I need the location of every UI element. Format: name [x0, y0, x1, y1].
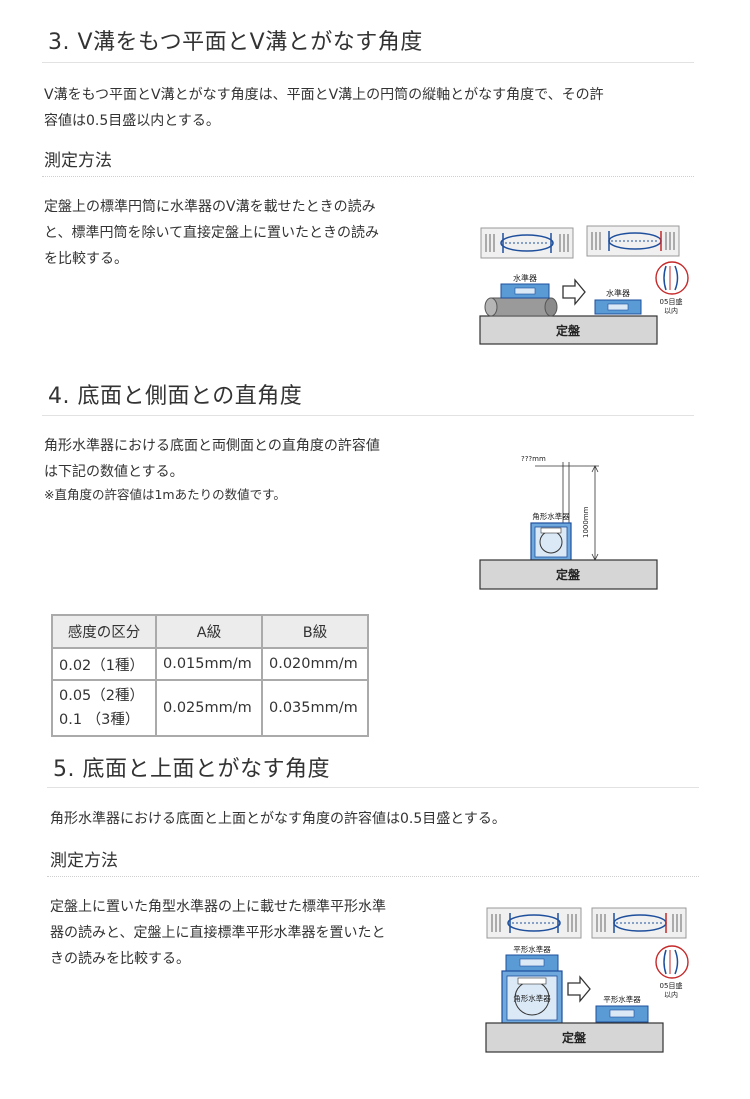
arrow-right-icon: [562, 278, 586, 306]
table-row: 0.02（1種） 0.015mm/m 0.020mm/m: [51, 647, 369, 681]
bubble-vial-icon: [586, 225, 680, 257]
arrow-right-icon: [567, 975, 591, 1003]
surface-plate-label: 定盤: [556, 323, 581, 338]
level-label-b: 水準器: [606, 288, 630, 298]
bubble-vial-icon: [486, 907, 582, 939]
tolerance-table: 感度の区分 A級 B級 0.02（1種） 0.015mm/m 0.020mm/m…: [51, 614, 369, 737]
section-4-divider: [42, 415, 694, 416]
height-label: 1000mm: [582, 506, 590, 538]
section-3-heading: 3. V溝をもつ平面とV溝とがなす角度: [48, 30, 423, 55]
table-cell: 0.015mm/m: [155, 647, 263, 681]
tolerance-circle-icon: [655, 261, 689, 295]
figure-v-groove-measurement: 定盤 水準器 水準器 05目盛 以内: [479, 225, 689, 345]
table-cell: 0.05（2種） 0.1 （3種）: [51, 679, 157, 737]
section-3-divider: [42, 62, 694, 63]
tolerance-label: 05目盛: [660, 297, 683, 306]
tolerance-label-2: 以内: [664, 990, 678, 999]
surface-plate: [479, 315, 658, 345]
table-header: A級: [155, 614, 263, 649]
table-header: B級: [261, 614, 369, 649]
table-row: 0.05（2種） 0.1 （3種） 0.025mm/m 0.035mm/m: [51, 679, 369, 737]
table-header: 感度の区分: [51, 614, 157, 649]
section-3-procedure: 定盤上の標準円筒に水準器のV溝を載せたときの読み と、標準円筒を除いて直接定盤上…: [44, 199, 380, 267]
section-5-method-heading: 測定方法: [50, 851, 118, 871]
flat-level-label-b: 平形水準器: [603, 994, 641, 1004]
surface-plate-label: 定盤: [562, 1030, 587, 1045]
table-cell: 0.02（1種）: [51, 647, 157, 681]
square-level-label: 角形水準器: [513, 993, 551, 1003]
tolerance-label: 05目盛: [660, 981, 683, 990]
flat-level-label: 平形水準器: [513, 944, 551, 954]
bubble-vial-icon: [591, 907, 687, 939]
section-4-description: 角形水準器における底面と両側面との直角度の許容値 は下記の数値とする。: [44, 438, 380, 480]
section-5-method-divider: [47, 876, 699, 877]
section-4-note: ※直角度の許容値は1mあたりの数値です。: [44, 487, 286, 502]
figure-top-bottom-measurement: 平形水準器 角形水準器 平形水準器 定盤 05目盛 以内: [485, 907, 689, 1053]
square-level-icon: [501, 970, 563, 1024]
bubble-vial-icon: [480, 227, 574, 259]
surface-plate: [479, 559, 658, 590]
section-3-method-heading: 測定方法: [44, 151, 112, 171]
table-cell: 0.025mm/m: [155, 679, 263, 737]
gap-label: ???mm: [521, 455, 546, 463]
table-header-row: 感度の区分 A級 B級: [51, 614, 369, 649]
table-cell: 0.035mm/m: [261, 679, 369, 737]
section-5-divider: [47, 787, 699, 788]
tolerance-circle-icon: [655, 945, 689, 979]
tolerance-label-2: 以内: [664, 306, 678, 315]
figure-squareness-measurement: ???mm 1000mm 角形水準器 定盤: [479, 455, 658, 590]
section-4-heading: 4. 底面と側面との直角度: [48, 384, 303, 409]
section-3-description: V溝をもつ平面とV溝とがなす角度は、平面とV溝上の円筒の縦軸とがなす角度で、その…: [44, 87, 604, 129]
level-label-a: 水準器: [513, 273, 537, 283]
surface-plate-label: 定盤: [556, 567, 581, 582]
standard-cylinder: [484, 297, 558, 317]
table-cell: 0.020mm/m: [261, 647, 369, 681]
section-3-method-divider: [42, 176, 694, 177]
square-level-label: 角形水準器: [532, 511, 570, 521]
section-5-heading: 5. 底面と上面とがなす角度: [53, 757, 330, 782]
section-5-description: 角形水準器における底面と上面とがなす角度の許容値は0.5目盛とする。: [50, 811, 506, 827]
surface-plate: [485, 1022, 664, 1053]
section-5-procedure: 定盤上に置いた角型水準器の上に載せた標準平形水準 器の読みと、定盤上に直接標準平…: [50, 899, 386, 967]
square-level-icon: [530, 522, 572, 561]
